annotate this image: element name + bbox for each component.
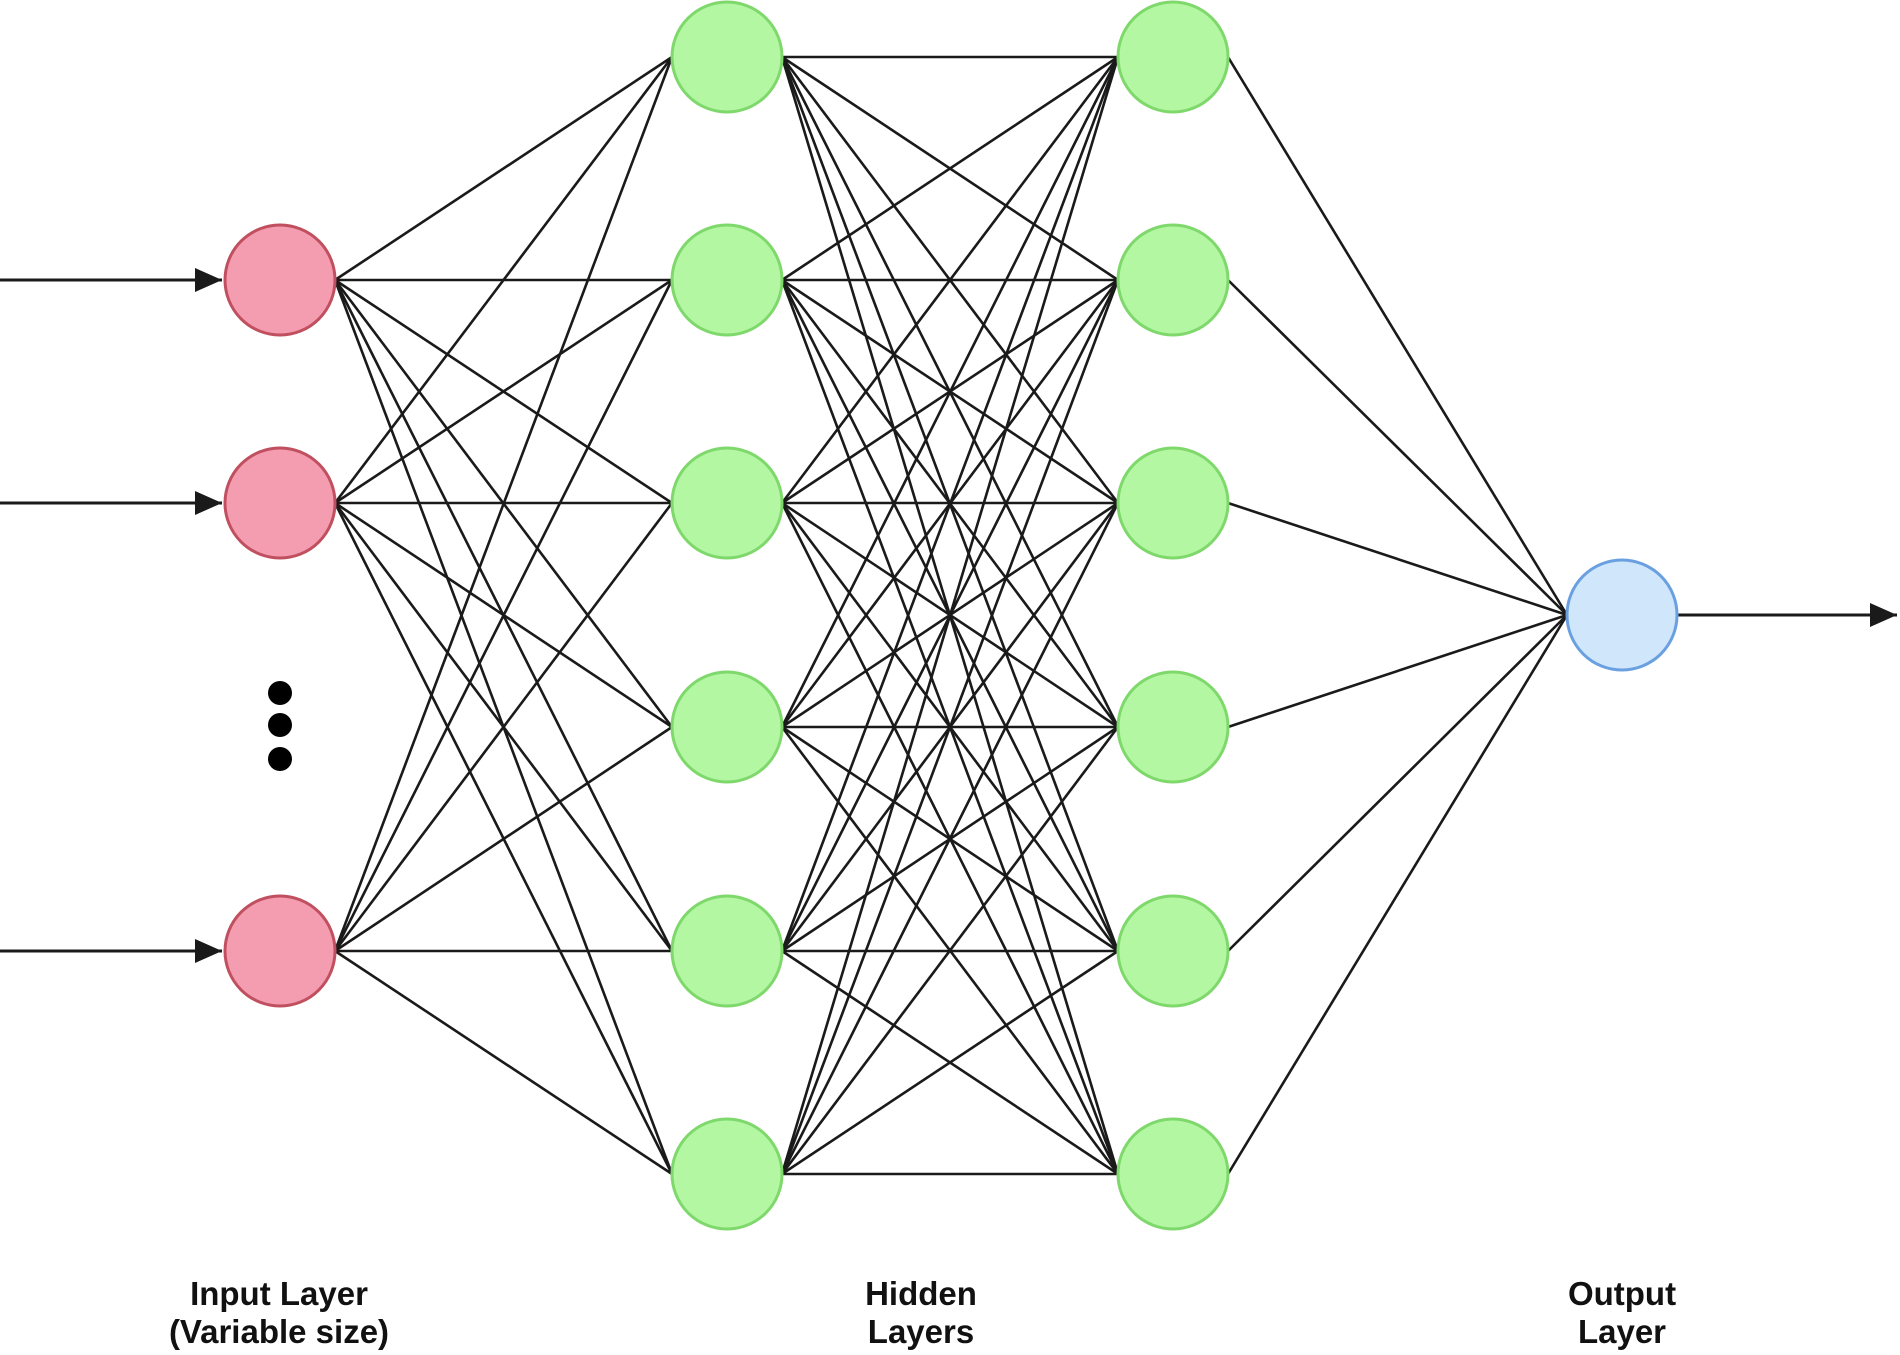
connection-edges (333, 55, 1569, 1176)
output-layer-label: Output Layer (1462, 1275, 1782, 1351)
hidden-layers-label: Hidden Layers (761, 1275, 1081, 1351)
hidden2-node (1116, 446, 1230, 560)
edge-hidden2-to-output (1227, 279, 1568, 616)
edge-hidden2-to-output (1227, 501, 1568, 617)
hidden2-node (1116, 1117, 1230, 1231)
edge-input-to-hidden1 (333, 502, 674, 952)
edge-input-to-hidden1 (334, 55, 673, 282)
hidden1-node (670, 670, 784, 784)
hidden-layers-label-line2: Layers (867, 1313, 975, 1350)
ellipsis-dot (268, 681, 292, 705)
neuron-nodes (223, 0, 1679, 1231)
edge-hidden1-to-hidden2 (780, 726, 1120, 1175)
edge-hidden1-to-hidden2 (781, 55, 1119, 282)
hidden1-node (670, 0, 784, 114)
edge-hidden2-to-output (1227, 613, 1568, 729)
input-node (223, 223, 337, 337)
edge-hidden1-to-hidden2 (780, 56, 1120, 952)
ellipsis-dots (268, 681, 292, 771)
input-layer-label: Input Layer (Variable size) (119, 1275, 439, 1351)
edge-input-to-hidden1 (333, 279, 674, 952)
edge-hidden1-to-hidden2 (781, 949, 1119, 1176)
hidden2-node (1116, 894, 1230, 1008)
hidden1-node (670, 1117, 784, 1231)
hidden1-node (670, 223, 784, 337)
output-layer-label-line1: Output (1567, 1275, 1677, 1312)
edge-hidden1-to-hidden2 (780, 56, 1120, 1175)
hidden1-node (670, 894, 784, 1008)
hidden1-node (670, 446, 784, 560)
edge-input-to-hidden1 (333, 56, 674, 952)
hidden2-node (1116, 0, 1230, 114)
edge-input-to-hidden1 (333, 56, 674, 504)
edge-hidden1-to-hidden2 (780, 56, 1120, 504)
input-node (223, 446, 337, 560)
edge-input-to-hidden1 (334, 278, 673, 505)
io-arrows (0, 268, 1897, 963)
output-node (1565, 558, 1679, 672)
edge-hidden2-to-output (1226, 614, 1569, 1175)
edge-input-to-hidden1 (334, 949, 673, 1176)
input-layer-label-line2: (Variable size) (168, 1313, 390, 1350)
hidden-layers-label-line1: Hidden (865, 1275, 977, 1312)
edge-hidden2-to-output (1226, 56, 1569, 616)
output-layer-label-line2: Layer (1577, 1313, 1667, 1350)
hidden2-node (1116, 223, 1230, 337)
edge-hidden2-to-output (1227, 614, 1568, 952)
edge-hidden1-to-hidden2 (780, 56, 1120, 728)
edge-hidden1-to-hidden2 (780, 502, 1120, 1175)
input-node (223, 894, 337, 1008)
edge-hidden1-to-hidden2 (780, 279, 1120, 1175)
ellipsis-dot (268, 747, 292, 771)
hidden2-node (1116, 670, 1230, 784)
input-layer-label-line1: Input Layer (190, 1275, 368, 1312)
ellipsis-dot (268, 713, 292, 737)
edge-input-to-hidden1 (334, 725, 673, 953)
